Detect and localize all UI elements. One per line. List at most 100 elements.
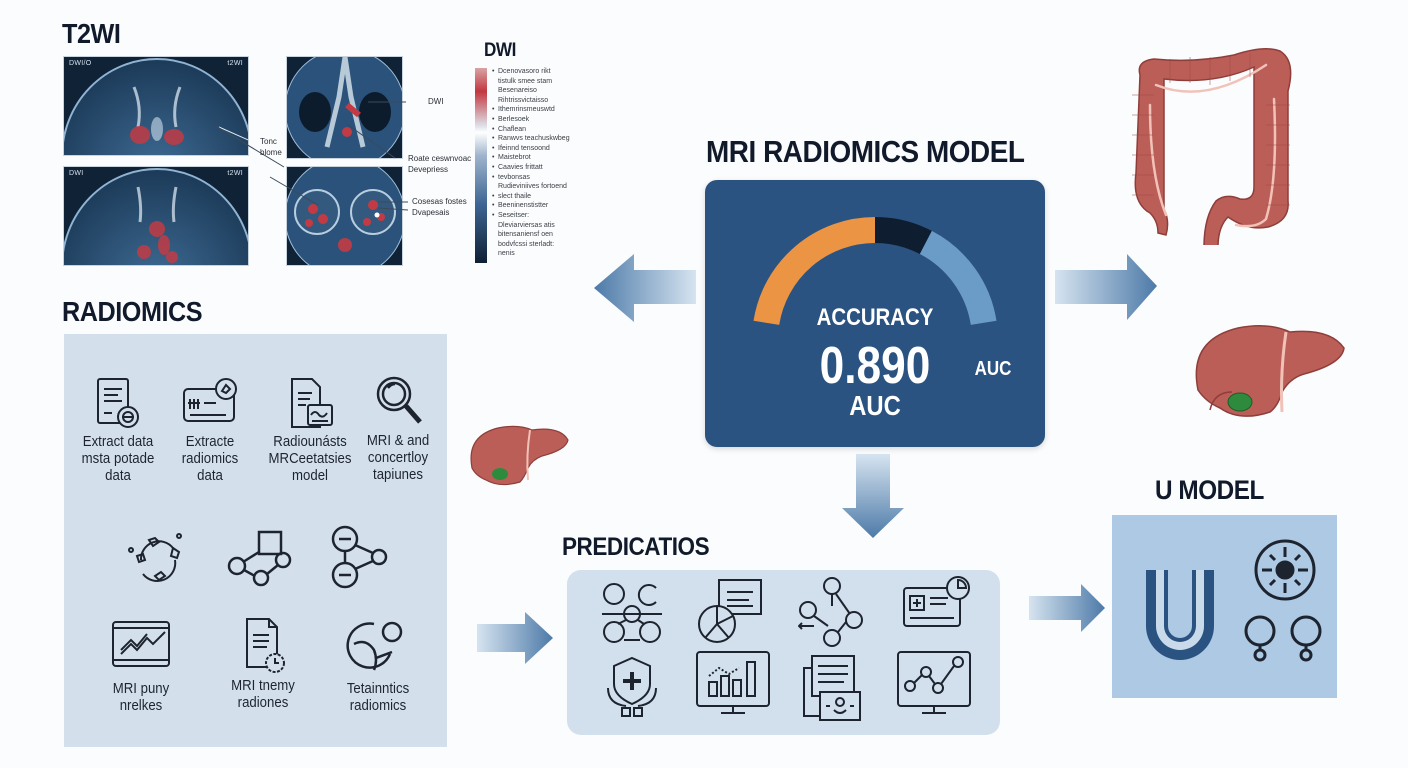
line-chart-monitor-icon	[112, 621, 170, 667]
annotation-line: Devepriess	[408, 165, 449, 174]
gauge-segment-accuracy	[753, 217, 876, 326]
t2wi-title: T2WI	[62, 18, 121, 49]
node-link-icon	[331, 525, 388, 589]
trend-monitor-icon[interactable]	[896, 650, 972, 716]
globe-person-icon	[346, 621, 403, 671]
report-chart-icon	[291, 378, 333, 428]
dwi-list-item: Ranwvs teachuskwbeg	[492, 134, 602, 144]
radiomics-item-nodes[interactable]	[318, 525, 394, 591]
annotation-roate: Roate ceswnvoac Devepriess	[408, 153, 471, 175]
dwi-list-item: Chaflean	[492, 125, 602, 135]
u-model-panel: U	[1112, 515, 1337, 698]
metric-unit: AUC	[849, 390, 901, 421]
gauge-segment-gap	[874, 217, 932, 255]
dwi-list-item: nenis	[498, 250, 515, 258]
pie-report-icon[interactable]	[695, 576, 765, 646]
gauge-side-label: AUC	[974, 358, 1012, 380]
document-clock-icon	[246, 618, 285, 673]
shield-cross-icon[interactable]	[602, 654, 662, 718]
dwi-list-item: Dcenovasoro rikt	[492, 67, 602, 77]
molecule-network-icon[interactable]	[600, 580, 664, 644]
u-model-title: U MODEL	[1155, 475, 1264, 505]
radiomics-item-cycle[interactable]	[120, 530, 196, 590]
dwi-list-item: Caavies frittatt	[492, 163, 602, 173]
mri-scan-image	[64, 168, 248, 265]
metric-label: ACCURACY	[816, 304, 934, 331]
metric-value: 0.890	[819, 337, 931, 395]
annotation-leader-lines	[215, 101, 409, 211]
arrow-right-icon	[1029, 584, 1105, 632]
u-letter-icon	[1146, 570, 1214, 660]
dwi-list-item: Seseitser:	[492, 211, 602, 221]
dwi-list-item: Besenareiso	[498, 87, 537, 95]
mri-scan-coronal-bottom	[286, 166, 403, 266]
cycle-hands-icon	[128, 533, 182, 582]
dwi-list-item: bitensaniensf oen	[498, 231, 553, 239]
dwi-list-item: Beeninenstistter	[492, 201, 602, 211]
dwi-list-item: tistulk smee stam	[498, 77, 553, 85]
annotation-cosesas: Cosesas fostes Dvapesais	[412, 196, 467, 218]
predictions-title: PREDICATIOS	[562, 533, 710, 561]
ring-pair-icon	[1244, 615, 1322, 662]
radiomics-item-graph[interactable]	[222, 528, 298, 588]
dwi-list-item: Ithemrinsmeuswtd	[492, 105, 602, 115]
model-title: MRI RADIOMICS MODEL	[706, 134, 1025, 169]
annotation-line: blome	[260, 148, 282, 157]
arrow-right-icon	[1055, 254, 1157, 320]
bar-chart-monitor-icon[interactable]	[695, 650, 771, 716]
mri-scan-dwi-bottom: DWI t2WI	[63, 166, 249, 266]
mri-tag-right: t2WI	[227, 60, 243, 67]
dwi-list-item: Ifeinnd tensoond	[492, 144, 602, 154]
dwi-list-item: Dleviarviersas atis	[498, 221, 555, 229]
mri-scan-image	[64, 58, 248, 155]
dwi-list-item: tevbonsas	[492, 173, 602, 183]
dwi-colorbar	[475, 68, 487, 263]
colon-illustration	[1132, 48, 1292, 245]
arrow-right-icon	[477, 612, 553, 664]
model-metric-card: ACCURACY 0.890 AUC AUC	[705, 180, 1045, 447]
dwi-list-item: slect thaile	[492, 192, 602, 202]
annotation-line: Tonc	[260, 137, 277, 146]
annotation-line: Cosesas fostes	[412, 197, 467, 206]
dwi-list-item: Rihtrissvictaisso	[498, 96, 549, 104]
network-graph-icon	[227, 530, 292, 587]
mri-scan-t2wi-top: DWI/O t2WI	[63, 56, 249, 156]
mri-tag-left: DWI	[69, 170, 84, 177]
mri-tag-left: DWI/O	[69, 60, 92, 67]
document-stack-icon[interactable]	[802, 652, 866, 724]
dwi-list-item: bodvfcssi sterladt:	[498, 240, 555, 248]
annotation-tonc-blome: Tonc blome	[260, 136, 282, 158]
annotation-line: Dvapesais	[412, 208, 450, 217]
mri-scan-image	[287, 167, 402, 265]
dwi-list-item: Rudieviniives fortoend	[498, 183, 567, 191]
arrow-down-icon	[842, 454, 904, 538]
data-card-icon	[183, 378, 237, 422]
accuracy-gauge	[753, 217, 997, 326]
mri-tag-right: t2WI	[227, 170, 243, 177]
radiomics-title: RADIOMICS	[62, 296, 203, 327]
medical-card-icon[interactable]	[900, 574, 972, 640]
arrow-left-icon	[594, 254, 696, 322]
liver-illustration	[1195, 325, 1345, 417]
node-cluster-icon[interactable]	[798, 576, 868, 648]
annotation-line: Roate ceswnvoac	[408, 154, 472, 163]
sun-dial-icon	[1254, 539, 1316, 601]
dwi-title: DWI	[484, 40, 516, 61]
annotation-dwi: DWI	[428, 97, 444, 106]
dwi-list-item: Berlesoek	[492, 115, 602, 125]
